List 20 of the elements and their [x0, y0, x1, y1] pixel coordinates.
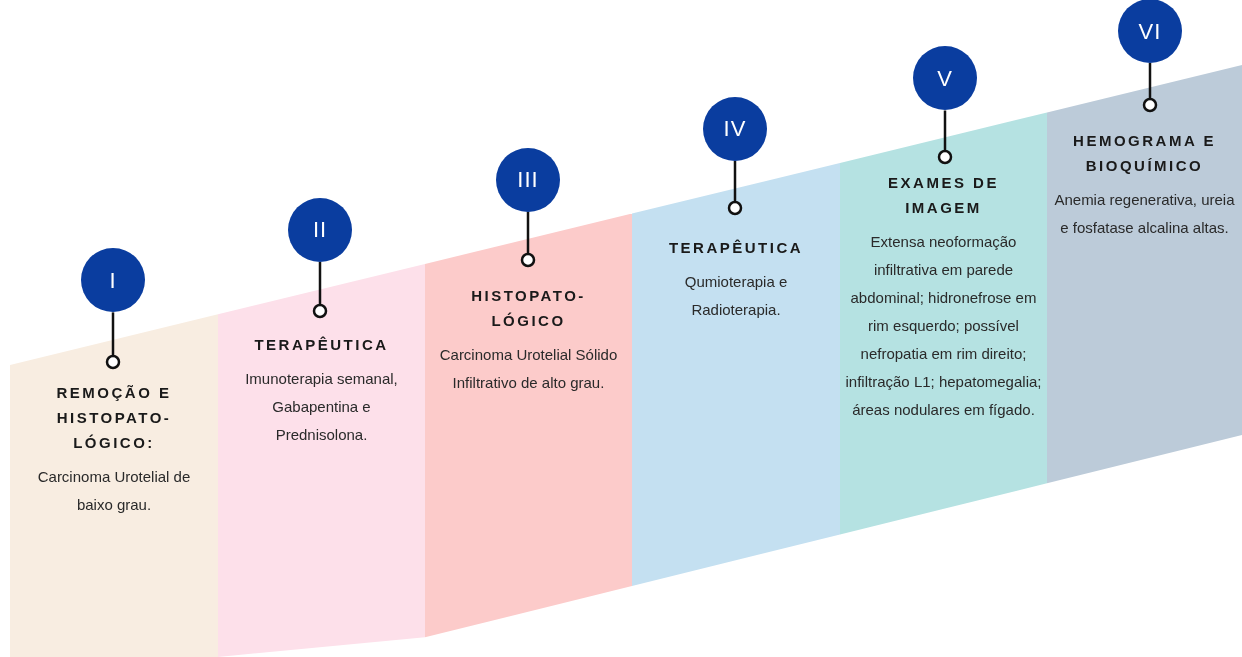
connector-line — [105, 312, 121, 370]
step-description: Carcinoma Urotelial de baixo grau. — [36, 467, 192, 515]
step-heading: EXAMES DE IMAGEM — [887, 173, 1000, 218]
step-description: Carcinoma Urotelial Sólido Infiltrativo de alto grau. — [438, 345, 619, 393]
step-description: Qumioterapia e Radioterapia. — [683, 272, 789, 320]
connector-line — [727, 160, 743, 216]
step-heading: HISTOPATO-LÓGICO — [470, 286, 587, 331]
connector-line — [312, 261, 328, 319]
timeline-panel — [10, 314, 218, 657]
step-heading: HEMOGRAMA E BIOQUÍMICO — [1072, 131, 1217, 176]
connector-line — [520, 211, 536, 268]
step-heading: TERAPÊUTICA — [254, 335, 389, 355]
step-heading: TERAPÊUTICA — [668, 238, 804, 258]
timeline-panel — [218, 263, 425, 657]
step-description: Imunoterapia semanal, Gabapentina e Prednisolona. — [244, 369, 399, 445]
step-heading: REMOÇÃO E HISTOPATO-LÓGICO: — [55, 383, 173, 453]
step-description: Anemia regenerativa, ureia e fosfatase alcalina altas. — [1053, 190, 1236, 238]
step-description: Extensa neoformação infiltrativa em parede abdominal; hidronefrose em rim esquerdo; possível nefropatia em rim direito; infiltração L1; hepatomegalia; áreas nodulares em fígado. — [845, 232, 1042, 420]
connector-line — [937, 110, 953, 165]
connector-line — [1142, 63, 1158, 113]
